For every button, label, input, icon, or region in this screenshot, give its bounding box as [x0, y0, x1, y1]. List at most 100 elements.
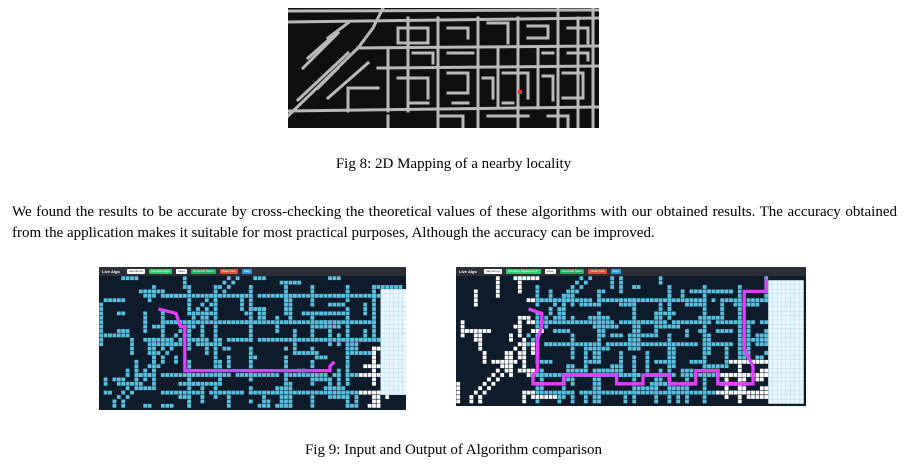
grid-cell [737, 395, 742, 399]
grid-cell [310, 324, 315, 329]
empty-cell [380, 324, 386, 329]
empty-cell [380, 359, 386, 365]
grid-cell [724, 373, 729, 377]
grid-cell [570, 364, 575, 369]
grid-cell [248, 346, 253, 351]
empty-cell [768, 355, 773, 360]
grid-visualization[interactable] [456, 276, 806, 406]
grid-cell [544, 320, 549, 325]
grid-cell [323, 390, 328, 395]
empty-cell [799, 284, 804, 290]
grid-cell [632, 307, 637, 311]
grid-cell [204, 337, 209, 342]
clear-button[interactable]: Clear [544, 269, 556, 274]
empty-cell [393, 293, 399, 299]
grid-cell [345, 324, 350, 329]
generate-maze-button[interactable]: Generate Maze [559, 269, 585, 274]
grid-cell [345, 373, 350, 377]
grid-cell [372, 302, 376, 307]
grid-cell [764, 298, 769, 303]
grid-cell [367, 351, 372, 355]
grid-cell [116, 333, 121, 338]
grid-cell [671, 298, 676, 303]
grid-cell [284, 355, 288, 360]
grid-cell [200, 324, 205, 329]
grid-cell [209, 311, 214, 316]
grid-cell [103, 377, 108, 382]
grid-cell [222, 293, 227, 298]
grid-cell [623, 399, 628, 404]
empty-cell [389, 337, 394, 343]
grid-cell [301, 320, 306, 325]
clear-button[interactable]: Clear [175, 269, 187, 274]
grid-cell [328, 329, 332, 333]
grid-cell [610, 333, 615, 338]
clear-path-button[interactable]: Clear Path [588, 269, 607, 274]
grid-cell [583, 298, 588, 303]
grid-cell [200, 381, 205, 386]
grid-cell [535, 289, 540, 294]
grid-cell [196, 311, 200, 316]
grid-cell [345, 298, 350, 303]
grid-cell [680, 293, 685, 298]
grid-cell [266, 337, 271, 342]
grid-cell [191, 311, 196, 316]
grid-cell [495, 359, 500, 364]
empty-cell [384, 377, 390, 382]
grid-cell [570, 293, 575, 298]
grid-cell [645, 390, 650, 395]
grid-cell [332, 337, 337, 342]
empty-cell [380, 355, 386, 360]
empty-cell [393, 377, 399, 382]
algorithms-dropdown[interactable]: Algorithms [483, 269, 503, 274]
grid-cell [292, 329, 297, 333]
grid-cell [597, 298, 601, 303]
empty-cell [768, 381, 773, 387]
grid-cell [187, 320, 192, 325]
locality-map-graphic [288, 8, 599, 128]
grid-cell [597, 355, 601, 360]
grid-cell [288, 381, 293, 386]
grid-cell [526, 298, 531, 303]
grid-cell [310, 285, 315, 289]
clear-path-button[interactable]: Clear Path [219, 269, 238, 274]
grid-cell [345, 368, 350, 373]
grid-cell [531, 320, 535, 325]
visualize-button[interactable]: Visualize Dijkstra vs A* [506, 269, 541, 274]
visualize-button[interactable]: Visualize Algo [149, 269, 172, 274]
grid-cell [737, 320, 742, 325]
grid-cell [213, 315, 218, 320]
grid-cell [531, 337, 535, 342]
empty-cell [398, 328, 403, 334]
grid-cell [345, 390, 350, 395]
grid-cell [323, 337, 328, 342]
empty-cell [768, 293, 773, 299]
grid-cell [306, 293, 310, 298]
grid-cell [204, 315, 209, 320]
grid-cell [288, 395, 293, 399]
generate-maze-button[interactable]: Generate Maze [190, 269, 216, 274]
empty-cell [389, 311, 394, 316]
empty-cell [772, 385, 778, 391]
empty-cell [393, 328, 399, 334]
grid-cell [729, 329, 733, 333]
algorithms-dropdown[interactable]: Algorithms [126, 269, 146, 274]
grid-cell [711, 298, 716, 303]
stop-button[interactable]: Stop [610, 269, 621, 274]
grid-cell [226, 276, 231, 281]
grid-visualization[interactable] [99, 276, 406, 410]
grid-cell [531, 351, 535, 355]
stop-button[interactable]: Stop [241, 269, 252, 274]
grid-cell [284, 307, 288, 311]
grid-cell [284, 293, 288, 298]
road [396, 76, 430, 100]
grid-cell [702, 377, 707, 382]
grid-cell [152, 355, 156, 360]
empty-cell [790, 311, 795, 316]
grid-cell [358, 320, 363, 325]
grid-cell [138, 381, 143, 386]
grid-cell [667, 333, 672, 338]
empty-cell [402, 359, 406, 365]
grid-cell [182, 373, 187, 377]
empty-cell [777, 302, 782, 307]
